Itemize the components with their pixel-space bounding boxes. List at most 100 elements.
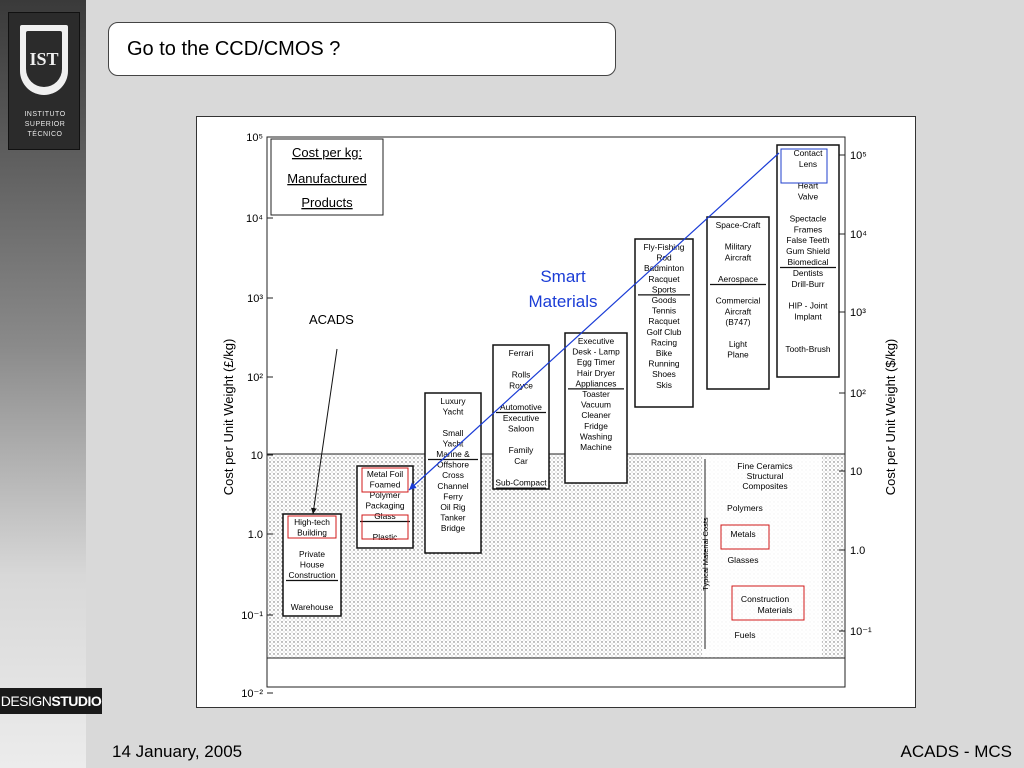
product-column: [356, 465, 414, 549]
boxed-title-frame: [270, 138, 384, 216]
left-tick-label: 10: [251, 450, 263, 462]
material-label: Materials: [758, 605, 793, 615]
product-label: Ferrari: [509, 348, 534, 358]
boxed-title-line-3: Products: [301, 195, 353, 210]
product-label: Machine: [580, 442, 612, 452]
right-tick-label: 10⁴: [850, 229, 867, 241]
product-label: Sub-Compact: [495, 478, 547, 488]
product-label: HIP - Joint: [789, 301, 829, 311]
product-label: Space-Craft: [716, 220, 761, 230]
left-axis-label: Cost per Unit Weight (£/kg): [221, 339, 236, 496]
right-tick-label: 10: [850, 466, 862, 478]
right-tick-label: 10³: [850, 307, 866, 319]
product-column: [776, 144, 840, 378]
product-label: Ferry: [443, 491, 463, 501]
left-tick-label: 1.0: [248, 529, 263, 541]
product-label: Golf Club: [647, 327, 682, 337]
product-label: Small: [443, 428, 464, 438]
product-label: Luxury: [440, 396, 466, 406]
material-clearing: [702, 455, 822, 657]
product-label: House: [300, 559, 325, 569]
contact-lens-highlight: [780, 148, 828, 184]
right-tick-label: 10²: [850, 388, 866, 400]
material-label: Fine Ceramics: [737, 461, 792, 471]
product-label: Racquet: [648, 316, 680, 326]
product-label: Aircraft: [725, 252, 752, 262]
product-column: [282, 513, 342, 617]
product-label: Racquet: [648, 274, 680, 284]
product-label: Packaging: [365, 501, 404, 511]
product-label: Construction: [288, 570, 335, 580]
smart-materials-line-1: Smart: [540, 267, 586, 286]
metals-highlight: [720, 524, 770, 550]
product-label: Plane: [727, 350, 749, 360]
product-label: Fly-Fishing: [644, 242, 685, 252]
product-label: Tooth-Brush: [785, 344, 830, 354]
product-label: Tennis: [652, 306, 676, 316]
product-label: Valve: [798, 192, 819, 202]
product-label: Lens: [799, 159, 817, 169]
construction-materials-highlight: [731, 585, 805, 621]
product-label: Washing: [580, 431, 613, 441]
product-label: Egg Timer: [577, 357, 615, 367]
product-label: Yacht: [443, 438, 464, 448]
product-label: Yacht: [443, 407, 464, 417]
product-label: Polymer: [370, 490, 401, 500]
left-tick-label: 10²: [247, 372, 263, 384]
hightech-building-highlight: [287, 515, 337, 539]
product-label: Building: [297, 528, 327, 538]
product-label: Light: [729, 339, 748, 349]
product-label: Automotive: [500, 402, 542, 412]
product-label: Military: [725, 242, 752, 252]
brand-design: DESIGN: [0, 693, 52, 709]
slide-footer: ACADS - MCS: [900, 742, 1012, 761]
product-column: [634, 238, 694, 408]
boxed-title-line-1: Cost per kg:: [292, 145, 362, 160]
sidebar-strip: IST INSTITUTO SUPERIOR TÉCNICO: [0, 0, 86, 768]
product-label: Family: [509, 445, 534, 455]
material-label: Metals: [730, 529, 755, 539]
product-label: Contact: [794, 148, 824, 158]
slide-title-box: Go to the CCD/CMOS ?: [108, 22, 616, 76]
product-label: Dentists: [793, 268, 823, 278]
product-label: Tanker: [440, 513, 465, 523]
logo-line-3: TÉCNICO: [27, 131, 63, 138]
shield-icon: IST: [20, 25, 68, 95]
left-tick-label: 10⁵: [246, 132, 263, 144]
product-label: Executive: [503, 413, 540, 423]
acads-annotation: ACADS: [309, 312, 354, 327]
material-label: Glasses: [727, 555, 758, 565]
product-label: Rolls: [512, 370, 531, 380]
right-axis-label: Cost per Unit Weight ($/kg): [883, 339, 898, 496]
ist-logo: IST INSTITUTO SUPERIOR TÉCNICO: [8, 12, 80, 150]
product-label: (B747): [725, 317, 750, 327]
right-tick-label: 10⁵: [850, 150, 867, 162]
product-label: False Teeth: [786, 235, 829, 245]
product-label: Saloon: [508, 424, 534, 434]
logo-line-1: INSTITUTO: [24, 111, 66, 118]
product-label: Warehouse: [291, 602, 334, 612]
product-label: Fridge: [584, 421, 608, 431]
logo-mark: IST: [26, 31, 62, 87]
glass-highlight: [361, 514, 409, 540]
product-label: High-tech: [294, 517, 330, 527]
product-label: Shoes: [652, 369, 676, 379]
product-label: Sports: [652, 284, 676, 294]
product-label: Running: [648, 359, 680, 369]
left-tick-label: 10⁻²: [241, 688, 263, 700]
product-label: Metal Foil: [367, 469, 403, 479]
typical-material-costs-label: Typical Material Costs: [701, 517, 710, 591]
product-column: [564, 332, 628, 484]
product-label: Drill-Burr: [791, 279, 824, 289]
product-label: Spectacle: [790, 213, 827, 223]
product-label: Foamed: [370, 480, 401, 490]
logo-line-2: SUPERIOR: [24, 121, 66, 128]
product-label: Cross: [442, 470, 464, 480]
left-tick-label: 10⁻¹: [241, 610, 263, 622]
product-label: Racing: [651, 337, 677, 347]
product-label: Skis: [656, 380, 672, 390]
product-label: Implant: [794, 312, 822, 322]
metal-foil-highlight: [361, 467, 409, 493]
